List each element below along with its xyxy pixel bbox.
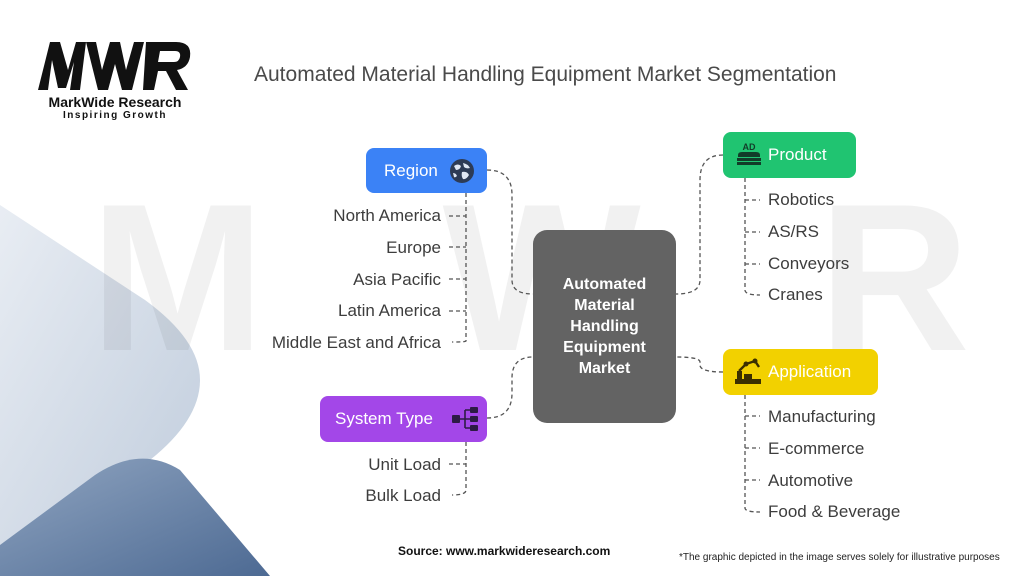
source-citation: Source: www.markwideresearch.com <box>398 544 611 558</box>
application-item-manufacturing: Manufacturing <box>768 407 876 426</box>
system-type-item-bulk-load: Bulk Load <box>365 486 441 505</box>
segment-region-label: Region <box>384 160 438 180</box>
factory-robot-icon <box>735 358 761 384</box>
system-type-item-unit-load: Unit Load <box>368 455 441 474</box>
application-item-automotive: Automotive <box>768 471 854 490</box>
product-item-conveyors: Conveyors <box>768 254 850 273</box>
globe-icon <box>450 159 474 183</box>
segment-system-type-label: System Type <box>335 409 433 428</box>
disclaimer-note: *The graphic depicted in the image serve… <box>679 552 1000 563</box>
agv-vehicle-icon: AD <box>737 142 761 165</box>
hierarchy-icon <box>452 407 478 431</box>
page-title: Automated Material Handling Equipment Ma… <box>254 63 837 86</box>
brand-tagline: Inspiring Growth <box>63 110 167 121</box>
segment-system-type-header: System Type <box>320 396 487 442</box>
segment-application-label: Application <box>768 362 852 381</box>
region-item-europe: Europe <box>386 238 441 257</box>
product-item-robotics: Robotics <box>768 190 835 209</box>
application-item-ecommerce: E-commerce <box>768 439 865 458</box>
product-item-asrs: AS/RS <box>768 222 820 241</box>
region-item-middle-east-africa: Middle East and Africa <box>271 333 441 352</box>
segment-product-label: Product <box>768 145 827 164</box>
region-item-north-america: North America <box>333 206 441 225</box>
region-item-latin-america: Latin America <box>338 301 441 320</box>
mwr-logo-mark <box>38 42 191 90</box>
product-item-cranes: Cranes <box>768 285 823 304</box>
segment-region-header: Region <box>366 148 487 193</box>
central-topic-node: Automated Material Handling Equipment Ma… <box>533 230 676 423</box>
brand-name: MarkWide Research <box>48 94 182 110</box>
segment-product-header: AD Product <box>723 132 856 178</box>
region-item-asia-pacific: Asia Pacific <box>353 270 441 289</box>
application-item-food-beverage: Food & Beverage <box>768 502 901 521</box>
agv-icon-text: AD <box>743 142 756 152</box>
brand-logo: MarkWide Research Inspiring Growth <box>30 38 200 122</box>
segment-application-header: Application <box>723 349 878 395</box>
